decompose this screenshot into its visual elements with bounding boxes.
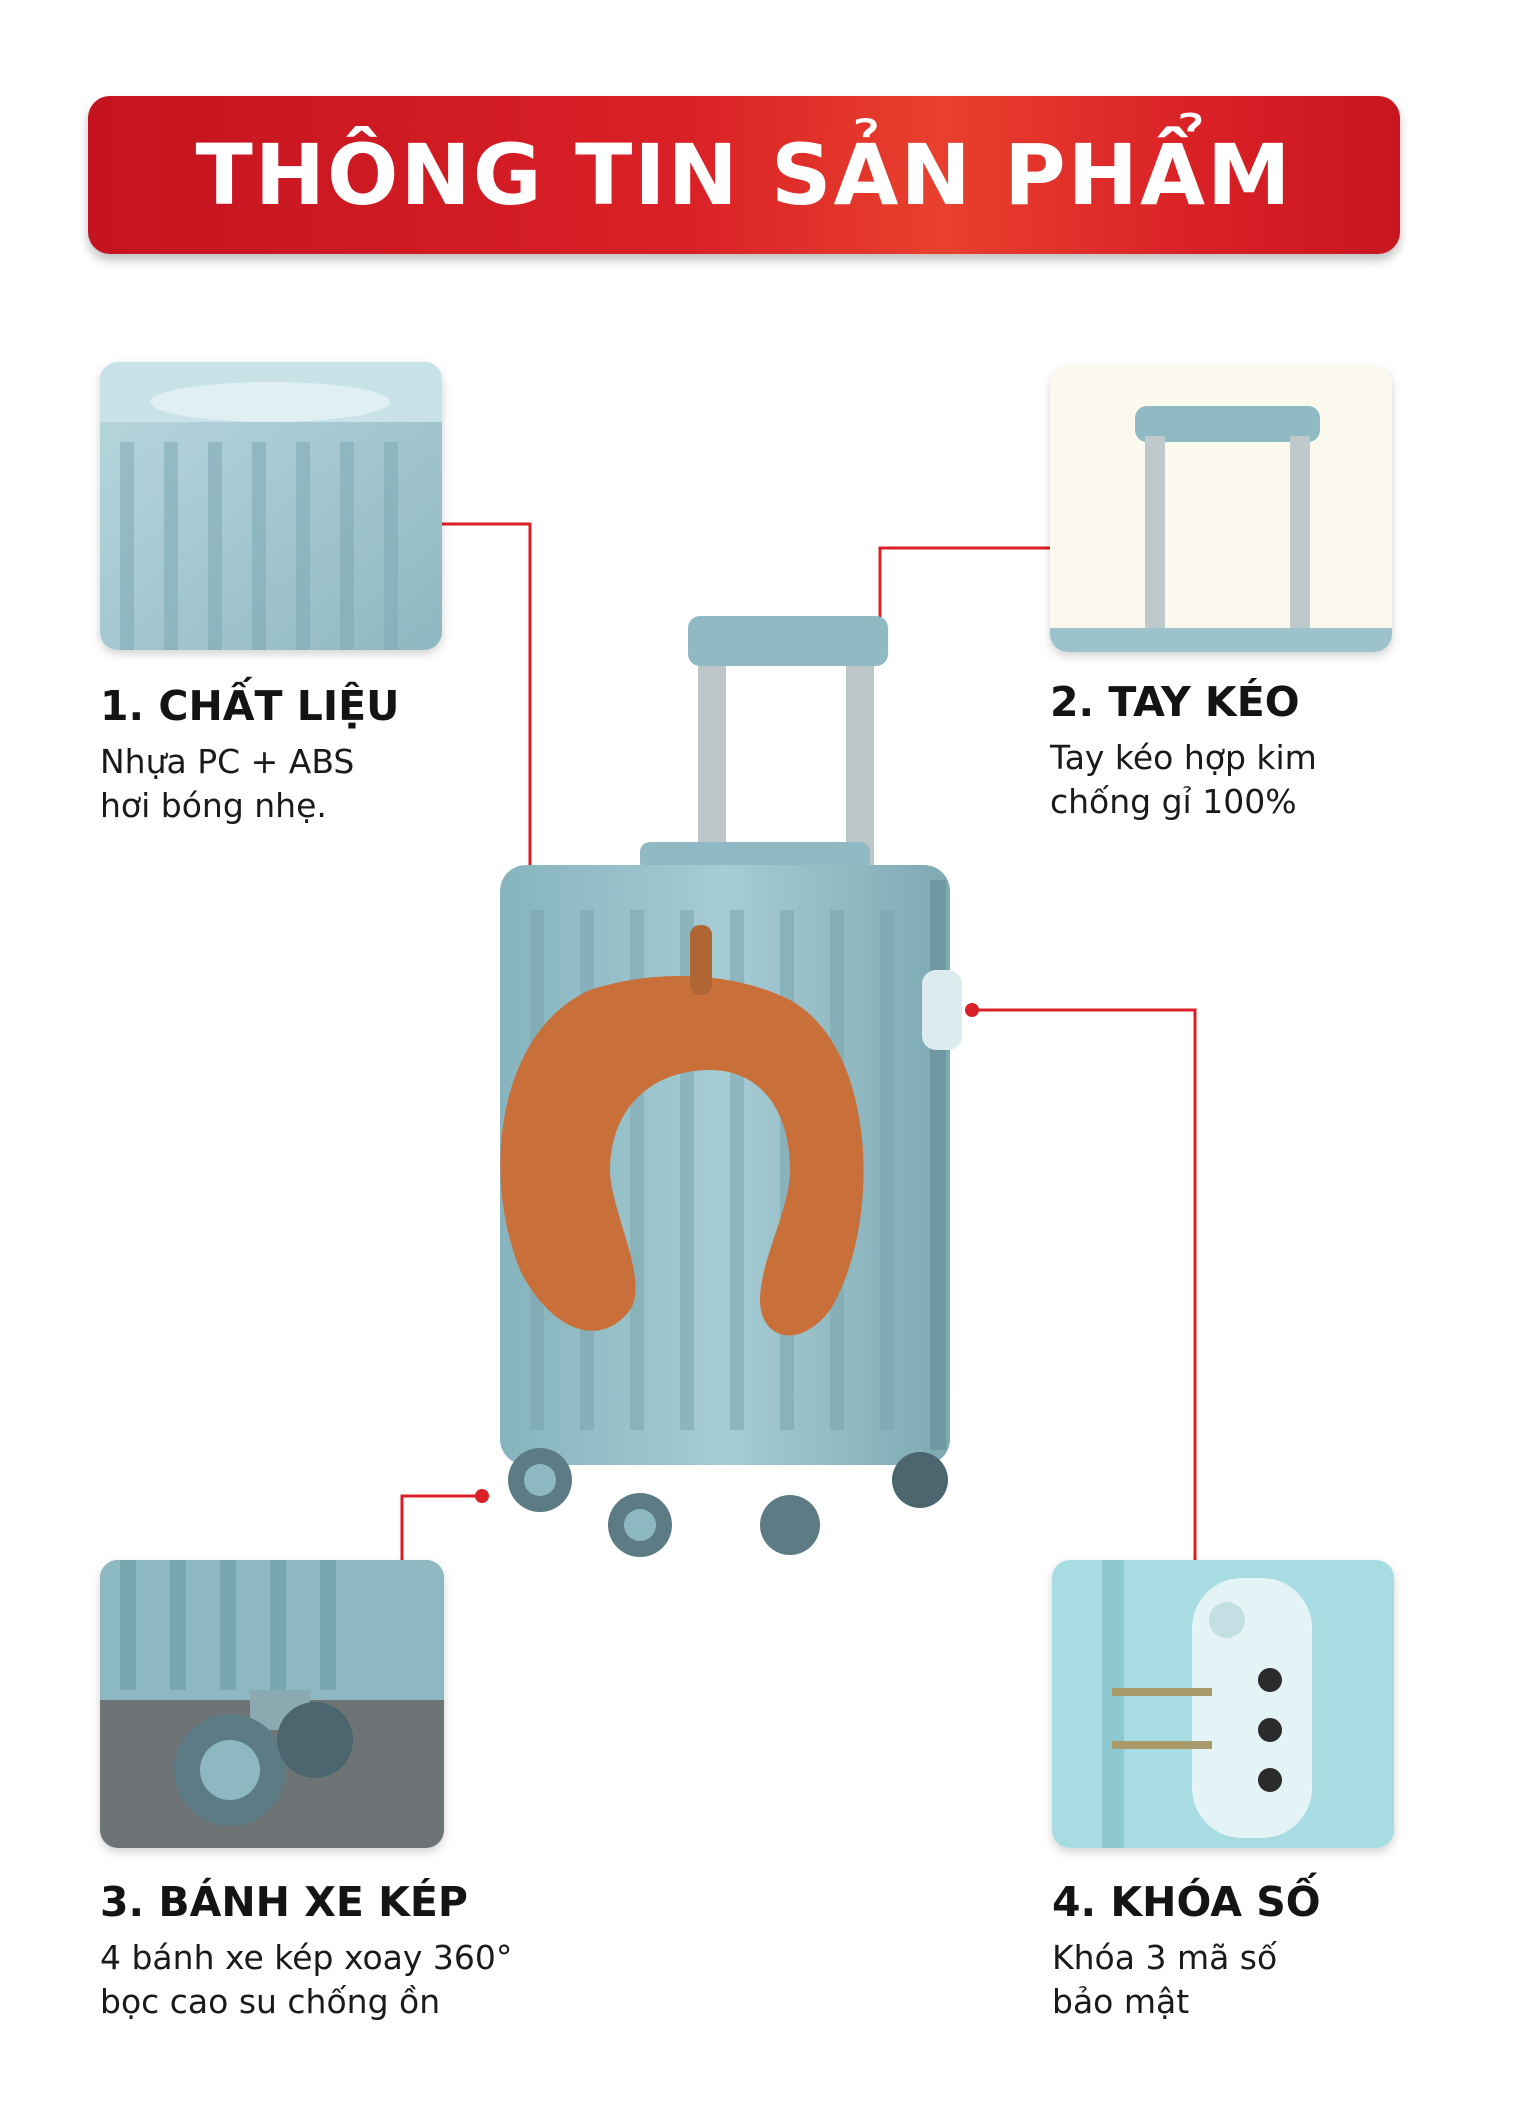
title-banner: THÔNG TIN SẢN PHẨM <box>88 96 1400 254</box>
feature-material-title: 1. CHẤT LIỆU <box>100 682 400 730</box>
feature-handle-title: 2. TAY KÉO <box>1050 678 1300 726</box>
page-title: THÔNG TIN SẢN PHẨM <box>195 126 1293 224</box>
handle-closeup-image <box>1050 366 1392 652</box>
wheels-closeup-image <box>100 1560 444 1848</box>
feature-handle: 2. TAY KÉO Tay kéo hợp kim chống gỉ 100% <box>1050 678 1317 824</box>
feature-wheels-title: 3. BÁNH XE KÉP <box>100 1878 468 1926</box>
feature-material: 1. CHẤT LIỆU Nhựa PC + ABS hơi bóng nhẹ. <box>100 682 399 828</box>
feature-lock-line-1: Khóa 3 mã số <box>1052 1938 1278 1977</box>
material-closeup-image <box>100 362 442 650</box>
handle-grip <box>688 616 888 666</box>
lock-closeup-image <box>1052 1560 1394 1848</box>
suitcase-image <box>500 616 962 1557</box>
feature-lock-line-2: bảo mật <box>1052 1982 1190 2021</box>
feature-material-line-2: hơi bóng nhẹ. <box>100 786 327 825</box>
feature-lock-title: 4. KHÓA SỐ <box>1052 1878 1321 1926</box>
feature-handle-line-1: Tay kéo hợp kim <box>1050 738 1317 777</box>
feature-handle-line-2: chống gỉ 100% <box>1050 782 1297 821</box>
feature-wheels: 3. BÁNH XE KÉP 4 bánh xe kép xoay 360° b… <box>100 1878 512 2024</box>
feature-material-line-1: Nhựa PC + ABS <box>100 742 355 781</box>
feature-lock: 4. KHÓA SỐ Khóa 3 mã số bảo mật <box>1052 1878 1321 2024</box>
feature-wheels-line-1: 4 bánh xe kép xoay 360° <box>100 1938 513 1977</box>
feature-wheels-line-2: bọc cao su chống ồn <box>100 1982 441 2021</box>
